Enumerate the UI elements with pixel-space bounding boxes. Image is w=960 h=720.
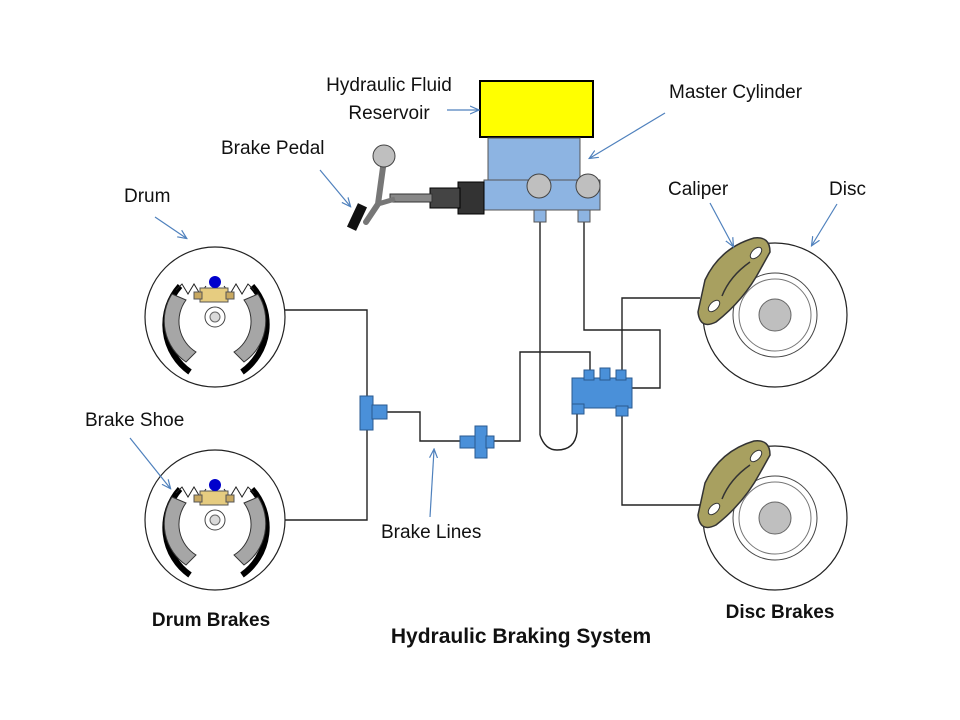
drum-brake-bottom [144, 449, 286, 591]
disc-brakes-label: Disc Brakes [726, 602, 835, 623]
drum-brake-top [144, 246, 286, 388]
master-cylinder-label: Master Cylinder [669, 82, 803, 103]
tee-fitting [359, 395, 388, 431]
brake-lines-label: Brake Lines [381, 522, 481, 543]
drum-label: Drum [124, 186, 170, 207]
proportioning-valve [571, 367, 633, 417]
brake-pedal-label: Brake Pedal [221, 138, 325, 159]
disc-brake-bottom [697, 440, 848, 591]
reservoir-label-line2: Reservoir [348, 103, 430, 124]
disc-brake-top [697, 237, 848, 388]
caliper-top [697, 237, 771, 326]
reservoir-label-line1: Hydraulic Fluid [326, 75, 452, 96]
brake-lines-pipes [280, 222, 700, 521]
disc-label: Disc [829, 179, 866, 200]
brake-pedal [346, 144, 396, 231]
drum-brakes-label: Drum Brakes [152, 610, 270, 631]
reservoir [479, 80, 594, 138]
master-cylinder [389, 137, 601, 223]
caliper-label: Caliper [668, 179, 729, 200]
line-junction [459, 425, 495, 459]
brake-shoe-label: Brake Shoe [85, 410, 184, 431]
diagram-title: Hydraulic Braking System [391, 625, 651, 648]
caliper-bottom [697, 440, 771, 529]
leader-arrows [129, 110, 838, 518]
